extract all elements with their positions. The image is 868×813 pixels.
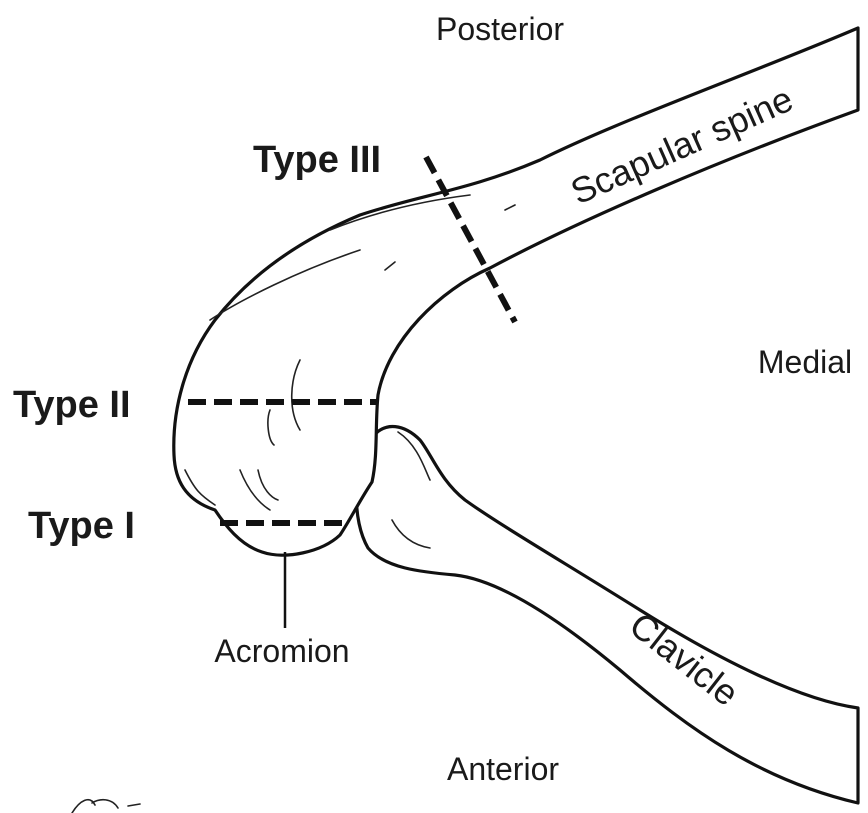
clavicle-bone xyxy=(356,426,858,803)
type-ii-label: Type II xyxy=(13,384,131,426)
acromion-label: Acromion xyxy=(214,633,349,669)
medial-label: Medial xyxy=(758,344,852,380)
type-iii-label: Type III xyxy=(253,139,381,181)
anterior-label: Anterior xyxy=(447,751,559,787)
posterior-label: Posterior xyxy=(436,11,564,47)
artist-signature xyxy=(72,800,140,813)
type-i-label: Type I xyxy=(28,505,135,547)
